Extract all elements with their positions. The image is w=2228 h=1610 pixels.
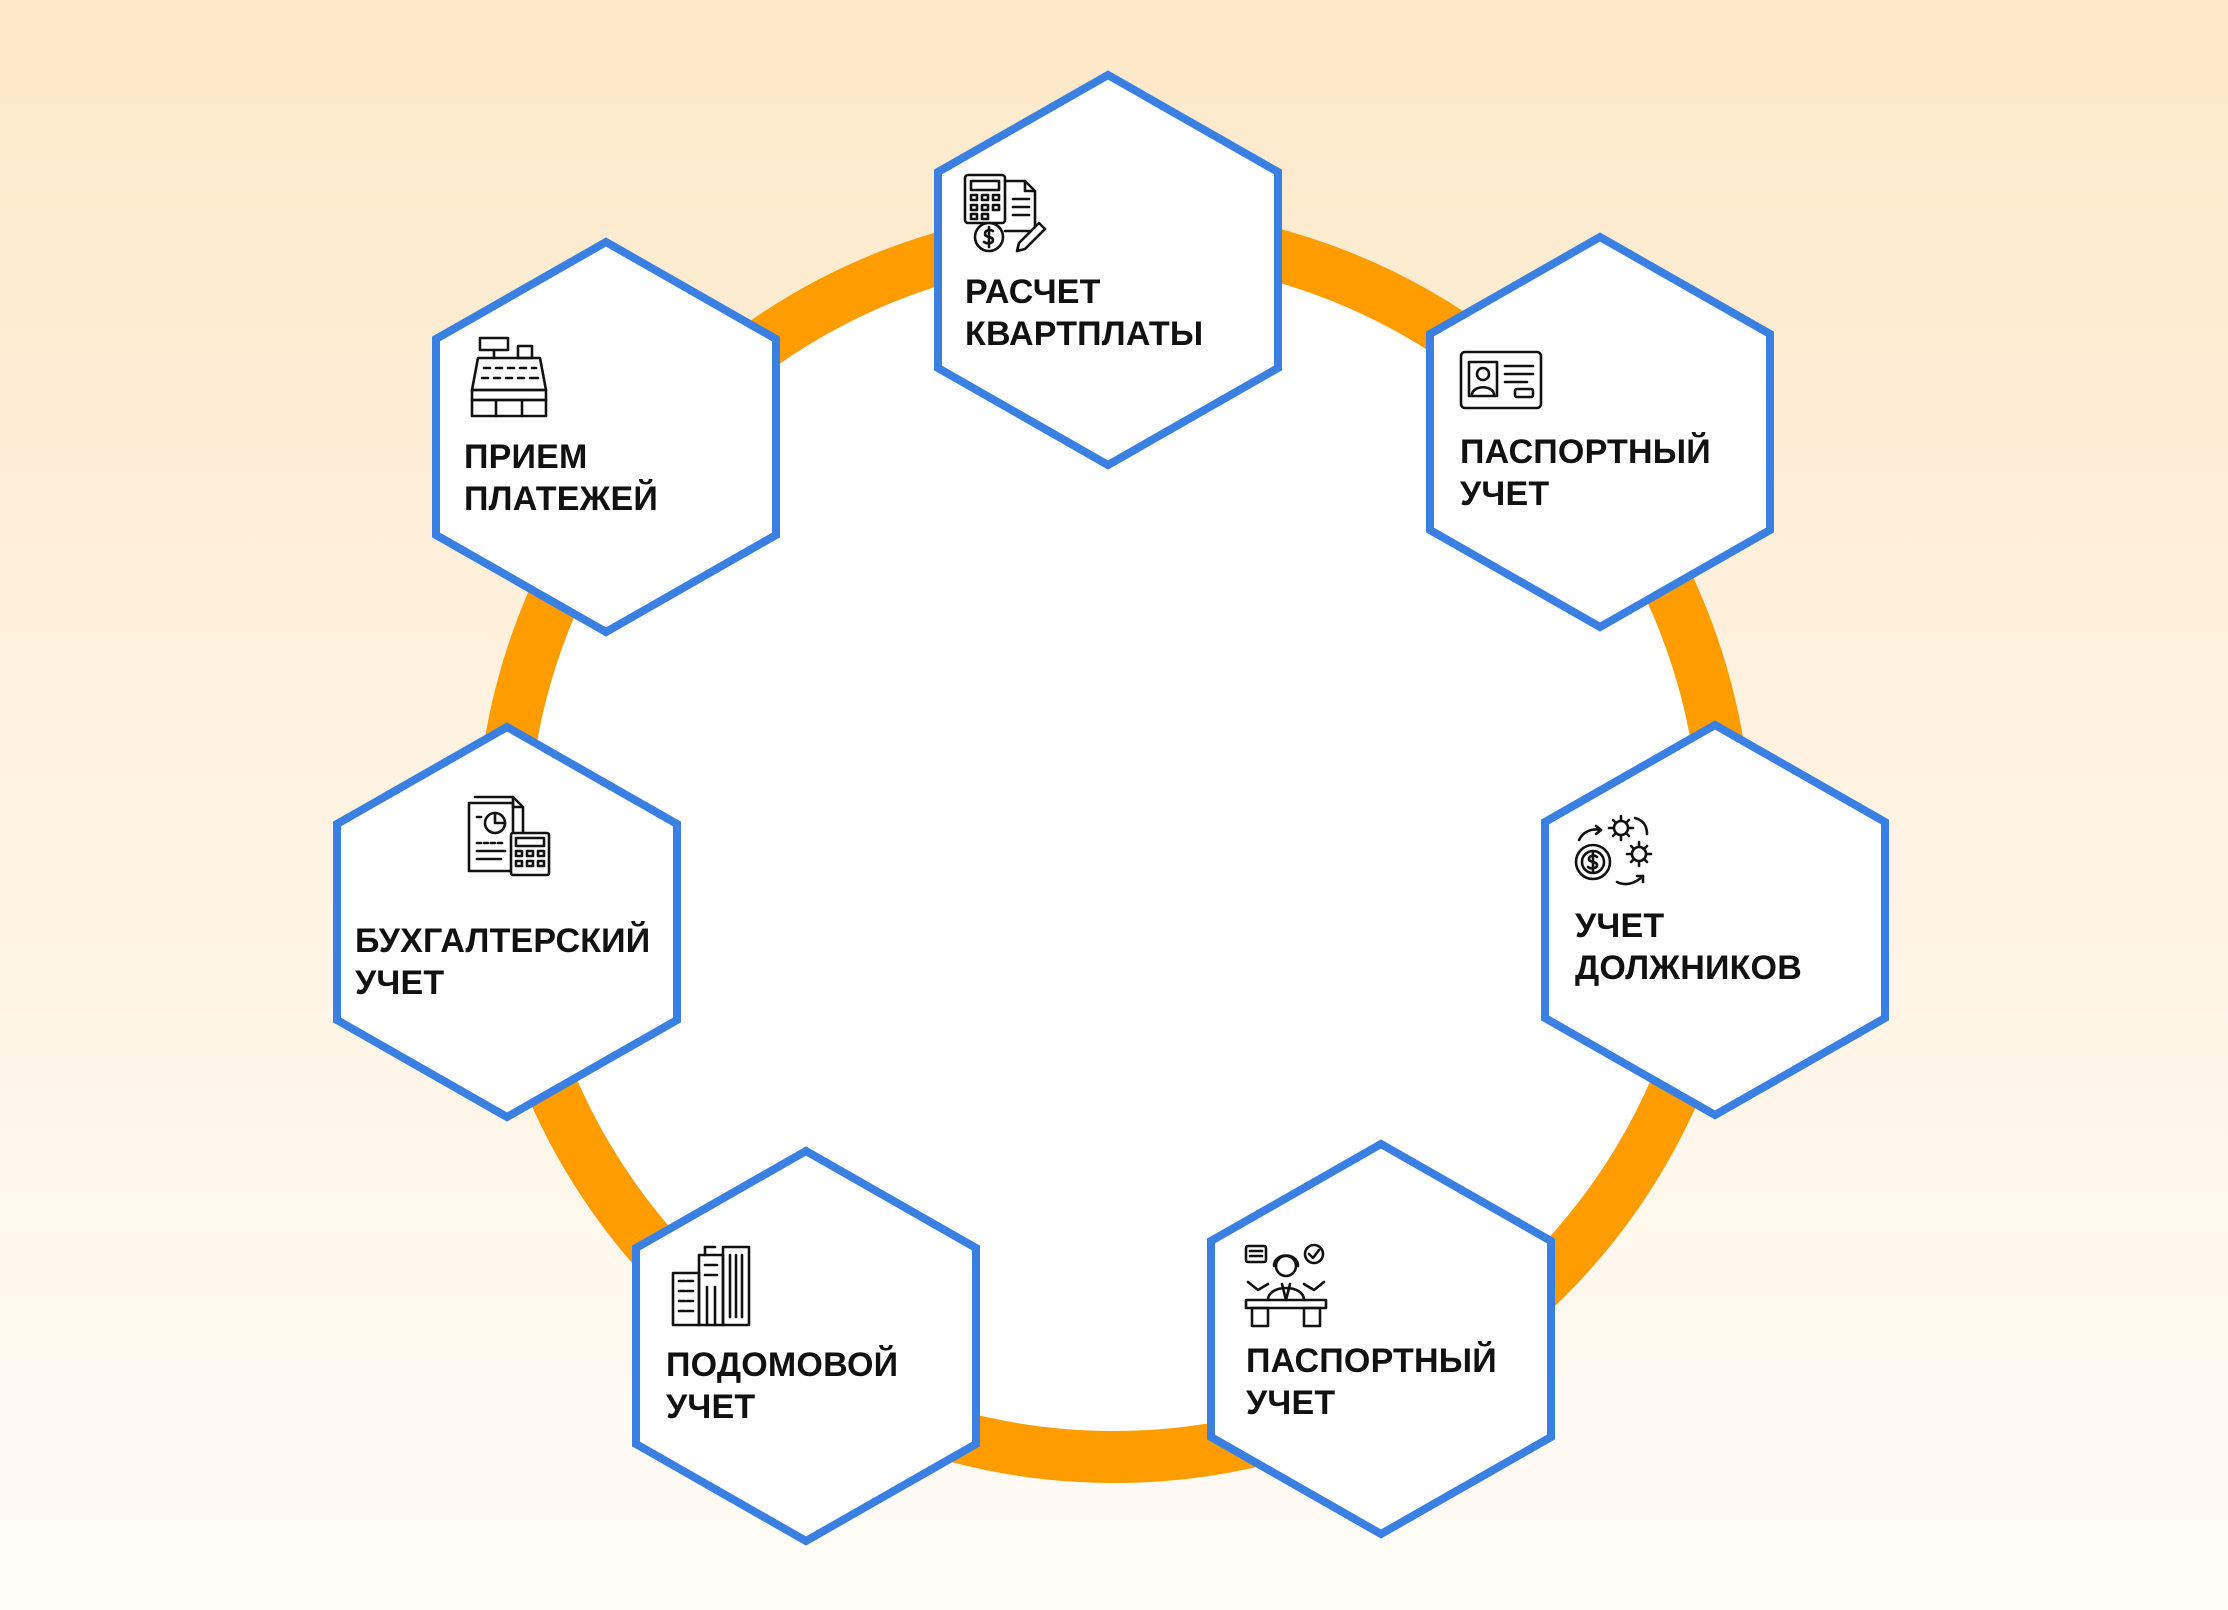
hex-node-house[interactable]: ПОДОМОВОЙ УЧЕТ	[632, 1146, 980, 1546]
hexagon-shape	[333, 722, 681, 1122]
money-gears-icon	[1573, 812, 1657, 896]
hexagon-shape	[1207, 1139, 1555, 1539]
report-calculator-icon	[467, 793, 551, 877]
hexagon-shape	[632, 1146, 980, 1546]
hexagon-shape	[1426, 232, 1774, 632]
node-label-rent: РАСЧЕТ КВАРТПЛАТЫ	[965, 273, 1204, 353]
node-label-debtors: УЧЕТ ДОЛЖНИКОВ	[1575, 907, 1802, 987]
hexagon-shape	[934, 70, 1282, 470]
id-card-icon	[1459, 342, 1543, 426]
hex-node-debtors[interactable]: УЧЕТ ДОЛЖНИКОВ	[1541, 720, 1889, 1120]
hex-node-payments[interactable]: ПРИЕМ ПЛАТЕЖЕЙ	[432, 237, 780, 637]
clerk-desk-icon	[1244, 1243, 1328, 1328]
node-label-payments: ПРИЕМ ПЛАТЕЖЕЙ	[464, 438, 659, 518]
cash-register-icon	[470, 336, 554, 420]
node-label-accounting: БУХГАЛТЕРСКИЙ УЧЕТ	[355, 922, 651, 1002]
hex-node-rent[interactable]: РАСЧЕТ КВАРТПЛАТЫ	[934, 70, 1282, 470]
node-label-passport-bottom: ПАСПОРТНЫЙ УЧЕТ	[1246, 1342, 1497, 1422]
hex-node-accounting[interactable]: БУХГАЛТЕРСКИЙ УЧЕТ	[333, 722, 681, 1122]
hexagon-shape	[432, 237, 780, 637]
hex-node-passport-top[interactable]: ПАСПОРТНЫЙ УЧЕТ	[1426, 232, 1774, 632]
hexagon-shape	[1541, 720, 1889, 1120]
buildings-icon	[669, 1243, 753, 1327]
node-label-house: ПОДОМОВОЙ УЧЕТ	[666, 1346, 899, 1426]
node-label-passport-top: ПАСПОРТНЫЙ УЧЕТ	[1460, 433, 1711, 513]
hex-node-passport-bottom[interactable]: ПАСПОРТНЫЙ УЧЕТ	[1207, 1139, 1555, 1539]
calculator-invoice-icon	[963, 173, 1047, 257]
